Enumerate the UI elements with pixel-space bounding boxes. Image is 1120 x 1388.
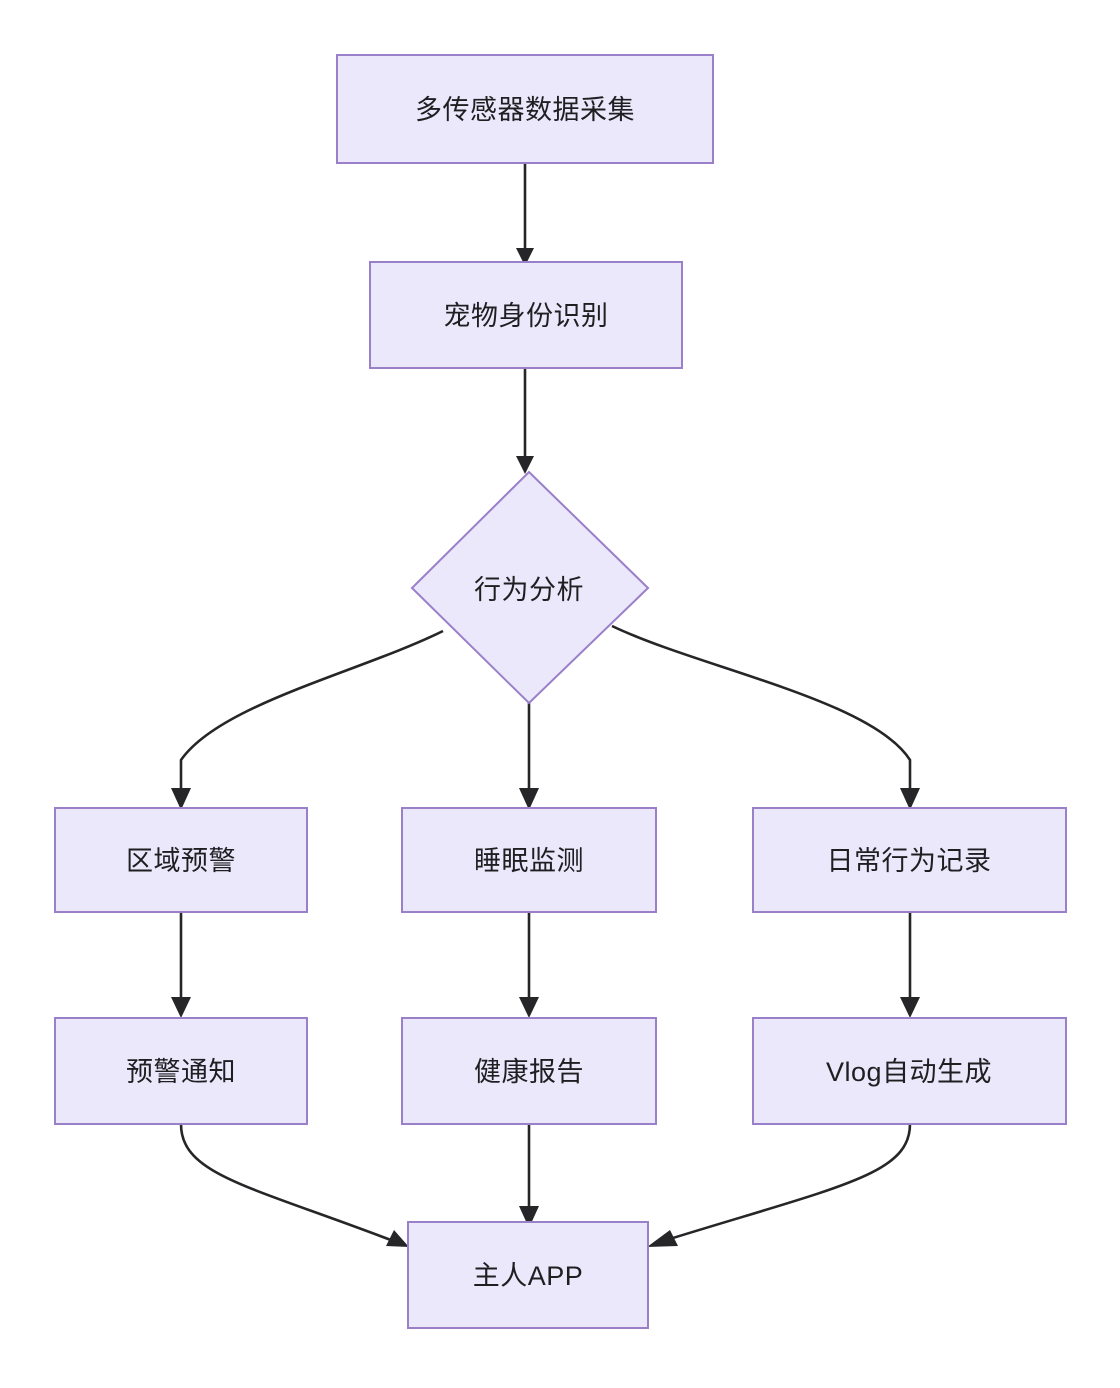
node-health-report[interactable]: 健康报告 xyxy=(401,1017,657,1125)
node-daily-behavior-log[interactable]: 日常行为记录 xyxy=(752,807,1067,913)
node-multi-sensor-data-collection[interactable]: 多传感器数据采集 xyxy=(336,54,714,164)
node-alert-notification[interactable]: 预警通知 xyxy=(54,1017,308,1125)
edge-alert-notice-to-owner-app xyxy=(179,1123,409,1247)
node-owner-app[interactable]: 主人APP xyxy=(407,1221,649,1329)
edge-zone-alert-to-alert-notice xyxy=(171,912,191,1018)
edge-sensor-to-identify xyxy=(516,163,534,266)
node-behavior-analysis[interactable]: 行为分析 xyxy=(410,470,650,705)
node-label-vlog-auto-generation: Vlog自动生成 xyxy=(826,1057,992,1087)
edge-layer xyxy=(171,163,920,1247)
node-label-zone-alert: 区域预警 xyxy=(126,846,236,876)
edge-analysis-to-behavior-log xyxy=(611,624,920,810)
node-label-multi-sensor-data-collection: 多传感器数据采集 xyxy=(415,95,635,125)
edge-sleep-monitor-to-health-report xyxy=(519,912,539,1018)
node-label-sleep-monitoring: 睡眠监测 xyxy=(474,846,584,876)
node-vlog-auto-generation[interactable]: Vlog自动生成 xyxy=(752,1017,1067,1125)
node-label-owner-app: 主人APP xyxy=(473,1261,584,1291)
edge-vlog-to-owner-app xyxy=(647,1123,912,1247)
node-zone-alert[interactable]: 区域预警 xyxy=(54,807,308,913)
edge-identify-to-analysis xyxy=(516,368,534,474)
node-sleep-monitoring[interactable]: 睡眠监测 xyxy=(401,807,657,913)
edge-analysis-to-sleep-monitor xyxy=(519,703,539,810)
edge-analysis-to-zone-alert xyxy=(171,629,444,810)
node-label-health-report: 健康报告 xyxy=(474,1057,584,1087)
node-label-daily-behavior-log: 日常行为记录 xyxy=(827,846,992,876)
node-pet-identity-recognition[interactable]: 宠物身份识别 xyxy=(369,261,683,369)
node-layer: 多传感器数据采集 宠物身份识别 行为分析 区域预警 睡眠监测 日常行为记录 xyxy=(54,54,1067,1329)
node-label-alert-notification: 预警通知 xyxy=(126,1057,236,1087)
edge-behavior-log-to-vlog xyxy=(900,912,920,1018)
node-label-pet-identity-recognition: 宠物身份识别 xyxy=(444,301,609,331)
node-label-behavior-analysis: 行为分析 xyxy=(474,575,584,605)
edge-health-report-to-owner-app xyxy=(519,1124,539,1228)
